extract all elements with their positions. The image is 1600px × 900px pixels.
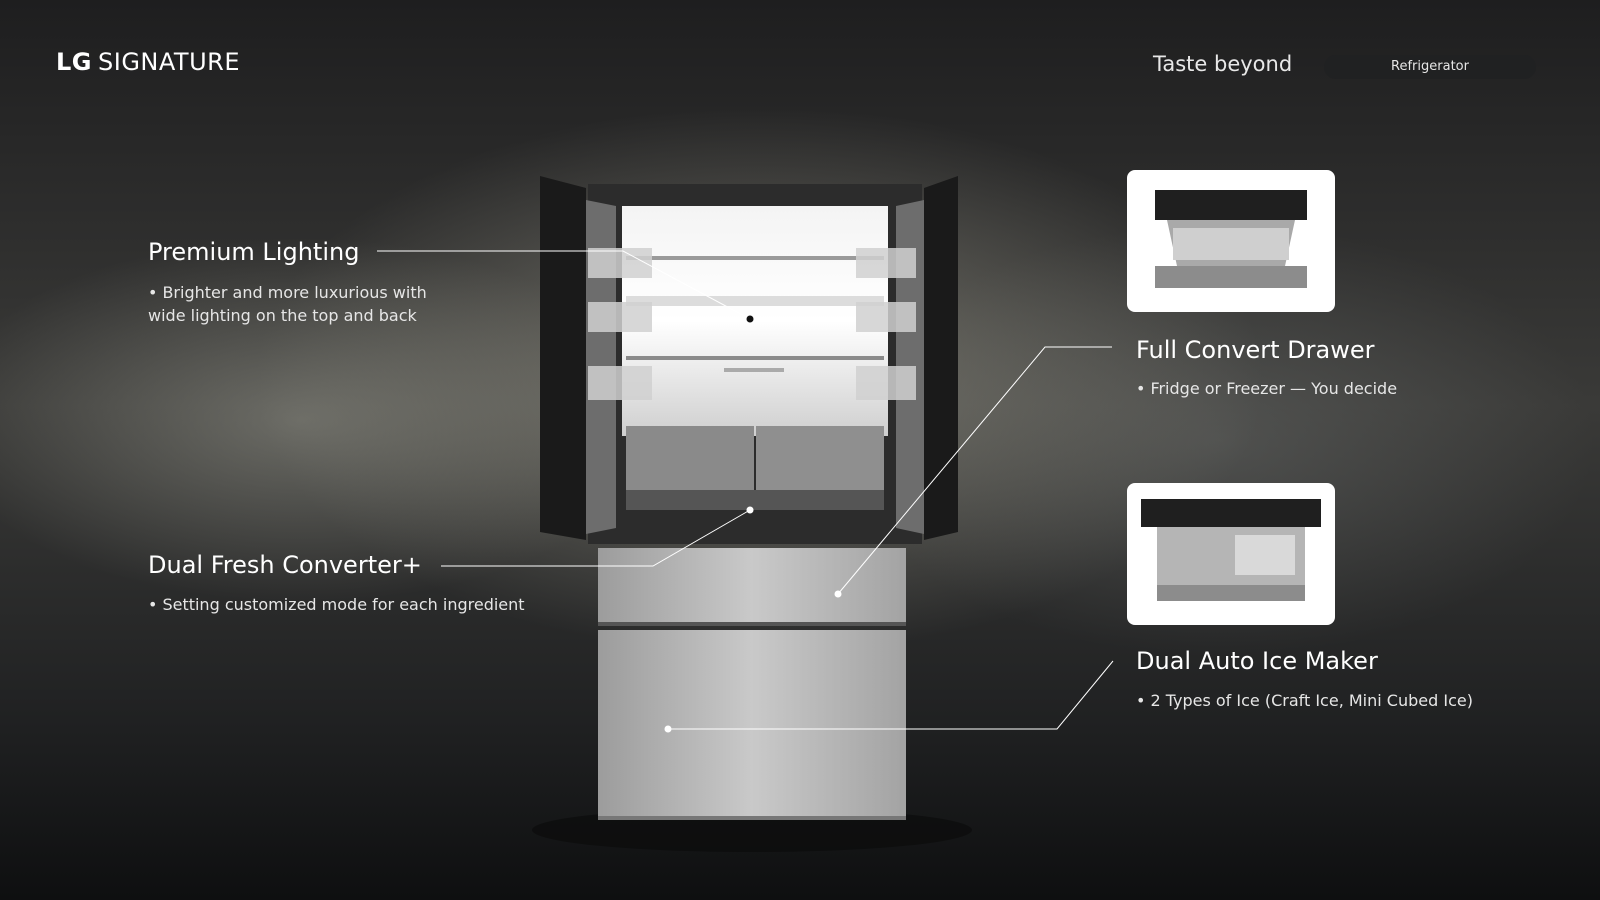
dual-fresh-converter-desc: •Setting customized mode for each ingred… — [148, 593, 548, 616]
premium-lighting-title: Premium Lighting — [148, 238, 360, 266]
dual-auto-ice-maker-thumbnail — [1127, 483, 1335, 625]
tagline: Taste beyond — [1153, 52, 1293, 76]
bullet: • — [148, 595, 158, 614]
full-convert-drawer-title: Full Convert Drawer — [1136, 336, 1375, 364]
category-pill[interactable]: Refrigerator — [1324, 55, 1536, 79]
full-convert-drawer-desc-text: Fridge or Freezer — You decide — [1150, 379, 1398, 398]
premium-lighting-desc-text: Brighter and more luxurious with wide li… — [148, 283, 427, 325]
premium-lighting-desc: •Brighter and more luxurious with wide l… — [148, 281, 458, 327]
callout-line-full-convert — [837, 346, 1112, 595]
dual-auto-ice-maker-desc-text: 2 Types of Ice (Craft Ice, Mini Cubed Ic… — [1150, 691, 1473, 710]
callout-line-ice-maker — [668, 660, 1114, 730]
brand-logo-signature: SIGNATURE — [98, 48, 240, 76]
bullet: • — [148, 283, 158, 302]
full-convert-drawer-desc: •Fridge or Freezer — You decide — [1136, 377, 1496, 400]
callout-dot-full-convert — [834, 590, 842, 598]
bullet: • — [1136, 691, 1146, 710]
dual-fresh-converter-desc-text: Setting customized mode for each ingredi… — [162, 595, 525, 614]
dual-auto-ice-maker-desc: •2 Types of Ice (Craft Ice, Mini Cubed I… — [1136, 689, 1556, 712]
full-convert-drawer-thumbnail — [1127, 170, 1335, 312]
dual-auto-ice-maker-title: Dual Auto Ice Maker — [1136, 647, 1378, 675]
callout-line-premium-lighting — [377, 250, 751, 320]
dual-fresh-converter-title: Dual Fresh Converter+ — [148, 551, 422, 579]
callout-line-dual-fresh — [441, 509, 751, 567]
callout-dot-premium-lighting — [746, 315, 754, 323]
callout-dot-dual-fresh — [746, 506, 754, 514]
brand-logo-lg: LG — [56, 48, 92, 76]
callout-dot-ice-maker — [664, 725, 672, 733]
bullet: • — [1136, 379, 1146, 398]
